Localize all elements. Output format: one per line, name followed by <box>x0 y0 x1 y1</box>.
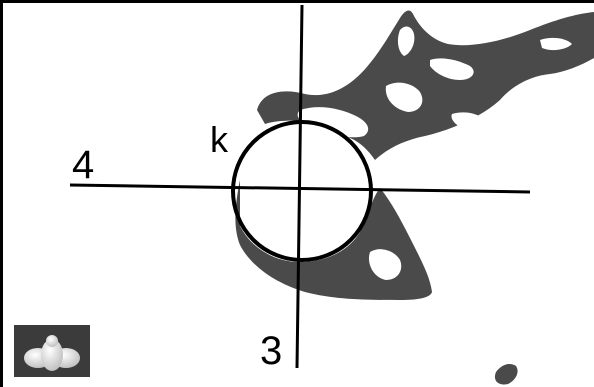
section-shape <box>235 11 594 385</box>
axis-label-3: 3 <box>260 331 282 371</box>
axis-label-4: 4 <box>72 145 94 185</box>
viewcube-icon[interactable] <box>14 325 90 377</box>
viewcube-glyph <box>14 325 90 377</box>
vertical-axis-line-3[interactable] <box>297 5 302 368</box>
circle-k[interactable] <box>233 122 371 260</box>
circle-label-k: k <box>210 122 228 158</box>
